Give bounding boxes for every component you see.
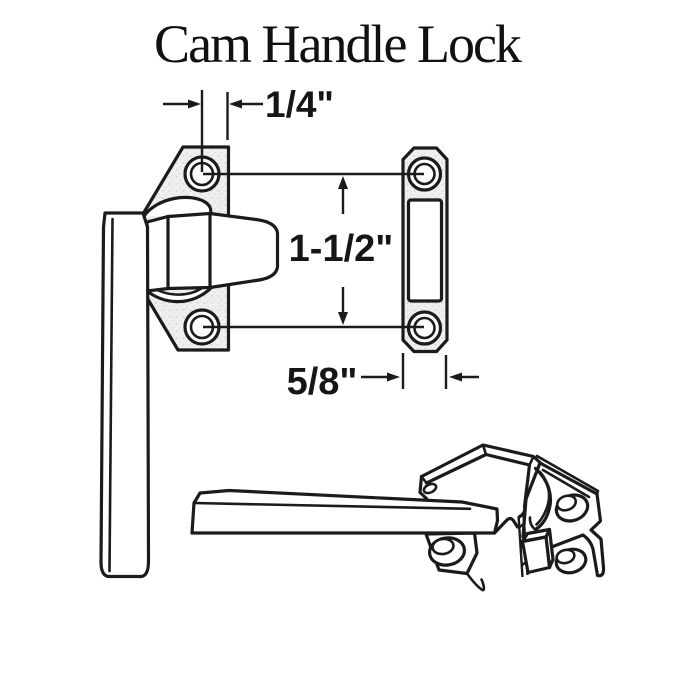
persp-top-hole-inner [555,494,578,512]
spacing-arrow-down-head [338,312,348,325]
cam-lobe-top-fill [144,197,211,216]
spacing-arrow-up-head [338,176,348,189]
persp-latch-block-front [520,535,552,575]
persp-pivot-boss [422,482,438,495]
cam-wedge [145,211,280,293]
persp-handle-bar [190,488,500,535]
dimension-label-hole-spacing: 1-1/2" [289,228,394,270]
quarter-arrow-right-head [229,99,242,109]
persp-plate-top-edge [535,454,600,496]
handle-lever [99,211,151,579]
handle-lever-edge-line [108,217,114,573]
persp-flange-tail [465,572,486,592]
persp-handle-bar-top-edge [192,501,472,511]
width-arrow-right-head [449,372,462,382]
persp-housing-left-gable [418,474,429,501]
persp-plate-fold-line [541,468,591,499]
cam-lobe-top-arc [142,195,213,218]
persp-housing-right-edge [517,463,532,519]
persp-bottom-hole-inner [555,548,576,565]
persp-cam-hook-inner [535,471,551,526]
persp-cam-hook-curl [528,516,537,531]
dimension-label-hole-offset: 1/4" [265,84,334,125]
dimension-label-plate-width: 5/8" [287,361,358,403]
width-arrow-left-head [387,372,400,382]
page-title: Cam Handle Lock [154,14,522,74]
perspective-view [190,443,606,592]
front-view [99,145,449,579]
dimension-annotations: 1/4" 1-1/2" 5/8" [163,84,479,403]
persp-flange-hole-inner [431,537,455,556]
quarter-arrow-left-head [188,99,201,109]
persp-roof-ridge [419,443,543,479]
strike-plate-slot [406,198,444,303]
persp-bar-body-junction [492,516,520,535]
